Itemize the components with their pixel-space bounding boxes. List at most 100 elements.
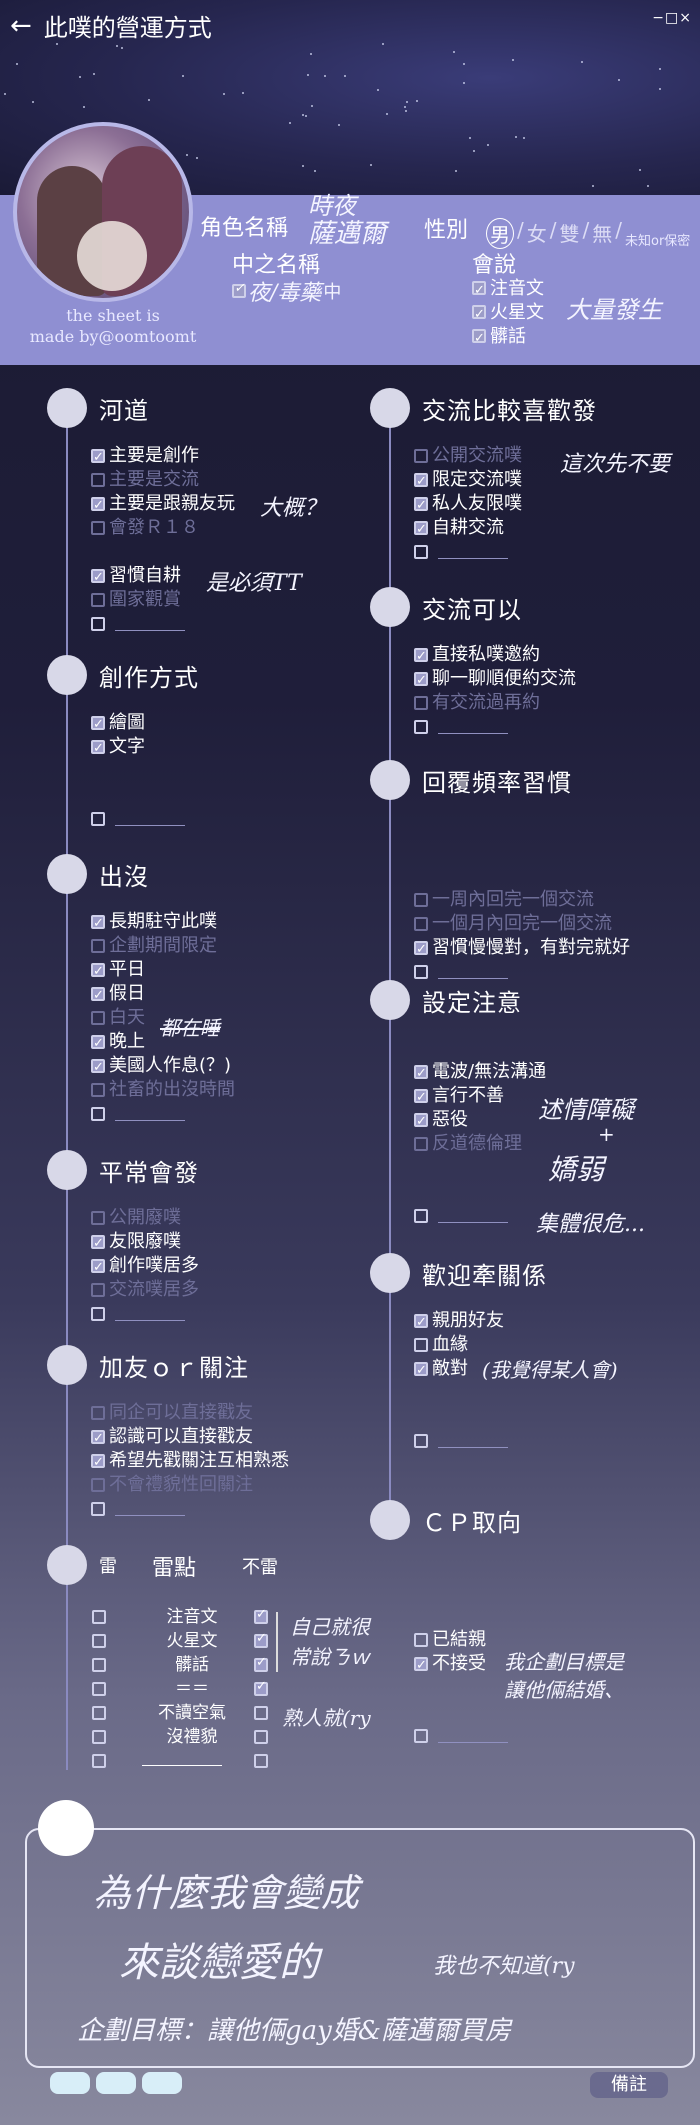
checkbox[interactable] — [91, 1032, 105, 1056]
option-item[interactable]: 已結親 — [414, 1628, 508, 1652]
checkbox[interactable] — [91, 1502, 105, 1516]
ok-checkbox[interactable] — [254, 1679, 268, 1696]
checkbox[interactable] — [91, 1107, 105, 1121]
checkbox[interactable] — [414, 1633, 428, 1647]
option-item[interactable] — [414, 960, 630, 984]
checkbox[interactable] — [414, 965, 428, 979]
option-item[interactable]: 晚上 — [91, 1030, 235, 1056]
checkbox[interactable] — [91, 912, 105, 936]
checkbox[interactable] — [414, 470, 428, 494]
checkbox[interactable] — [414, 449, 428, 463]
checkbox[interactable] — [91, 812, 105, 826]
checkbox[interactable] — [414, 494, 428, 518]
option-item[interactable]: 電波/無法溝通 — [414, 1060, 546, 1086]
fill-in-blank[interactable] — [115, 812, 185, 826]
fill-in-blank[interactable] — [115, 1307, 185, 1321]
option-item[interactable]: 主要是跟親友玩 — [91, 492, 235, 518]
footer-pill-3[interactable] — [142, 2072, 182, 2094]
option-item[interactable]: 美國人作息(？) — [91, 1054, 235, 1080]
checkbox[interactable] — [472, 326, 486, 351]
option-item[interactable] — [414, 1429, 508, 1453]
option-item[interactable]: 社畜的出沒時間 — [91, 1078, 235, 1102]
checkbox[interactable] — [91, 1406, 105, 1420]
checkbox[interactable] — [91, 473, 105, 487]
option-item[interactable] — [91, 1497, 289, 1521]
checkbox[interactable] — [91, 1307, 105, 1321]
option-item[interactable] — [414, 1724, 508, 1748]
checkbox[interactable] — [472, 302, 486, 327]
checkbox[interactable] — [91, 1056, 105, 1080]
option-item[interactable]: 創作噗居多 — [91, 1254, 199, 1280]
checkbox[interactable] — [91, 1011, 105, 1025]
option-item[interactable] — [414, 1204, 546, 1228]
option-item[interactable]: 限定交流噗 — [414, 468, 522, 494]
option-item[interactable]: 主要是交流 — [91, 468, 235, 492]
option-item[interactable]: 同企可以直接戳友 — [91, 1401, 289, 1425]
option-item[interactable]: 敵對 — [414, 1357, 508, 1383]
ok-checkbox[interactable] — [254, 1631, 268, 1648]
checkbox[interactable] — [414, 917, 428, 931]
option-item[interactable]: 長期駐守此噗 — [91, 910, 235, 936]
option-item[interactable]: 血緣 — [414, 1333, 508, 1357]
checkbox[interactable] — [91, 1232, 105, 1256]
option-item[interactable]: 認識可以直接戳友 — [91, 1425, 289, 1451]
option-item[interactable]: 惡役 — [414, 1108, 546, 1134]
checkbox[interactable] — [472, 278, 486, 303]
mine-checkbox[interactable] — [92, 1682, 106, 1696]
mine-checkbox[interactable] — [92, 1754, 106, 1768]
checkbox[interactable] — [91, 521, 105, 535]
option-item[interactable]: 友限廢噗 — [91, 1230, 199, 1256]
option-item[interactable]: 文字 — [91, 735, 185, 761]
checkbox[interactable] — [91, 960, 105, 984]
checkbox[interactable] — [91, 1256, 105, 1280]
checkbox[interactable] — [414, 1338, 428, 1352]
option-item[interactable]: 希望先戳關注互相熟悉 — [91, 1449, 289, 1475]
checkbox[interactable] — [91, 1283, 105, 1297]
checkbox[interactable] — [414, 1359, 428, 1383]
option-item[interactable]: 繪圖 — [91, 711, 185, 737]
option-item[interactable]: 交流噗居多 — [91, 1278, 199, 1302]
checkbox[interactable] — [91, 713, 105, 737]
fill-in-blank[interactable] — [438, 1729, 508, 1743]
fill-in-blank[interactable] — [142, 1765, 222, 1766]
mine-checkbox[interactable] — [92, 1730, 106, 1744]
player-name-checkbox[interactable] — [232, 281, 246, 298]
option-item[interactable]: 不會禮貌性回關注 — [91, 1473, 289, 1497]
checkbox[interactable] — [414, 669, 428, 693]
mine-checkbox[interactable] — [92, 1706, 106, 1720]
option-item[interactable] — [414, 540, 522, 564]
speech-item[interactable]: 注音文 — [472, 276, 544, 303]
option-item[interactable]: 公開廢噗 — [91, 1206, 199, 1230]
option-item[interactable]: 自耕交流 — [414, 516, 522, 542]
fill-in-blank[interactable] — [438, 545, 508, 559]
option-item[interactable]: 一個月內回完一個交流 — [414, 912, 630, 936]
fill-in-blank[interactable] — [115, 617, 185, 631]
option-item[interactable] — [91, 612, 235, 636]
mine-checkbox[interactable] — [92, 1658, 106, 1672]
option-item[interactable]: 習慣慢慢對，有對完就好 — [414, 936, 630, 962]
checkbox[interactable] — [91, 1478, 105, 1492]
mine-checkbox[interactable] — [92, 1634, 106, 1648]
window-controls[interactable]: −□× — [652, 10, 692, 26]
checkbox[interactable] — [91, 1427, 105, 1451]
footer-pill-2[interactable] — [96, 2072, 136, 2094]
gender-male[interactable]: 男 — [486, 218, 514, 249]
checkbox[interactable] — [91, 1451, 105, 1475]
option-item[interactable]: 習慣自耕 — [91, 564, 235, 590]
option-item[interactable]: 圍家觀賞 — [91, 588, 235, 612]
option-item[interactable]: 假日 — [91, 982, 235, 1008]
option-item[interactable] — [91, 1102, 235, 1126]
gender-none[interactable]: 無 — [592, 222, 613, 246]
checkbox[interactable] — [91, 566, 105, 590]
fill-in-blank[interactable] — [438, 965, 508, 979]
checkbox[interactable] — [414, 518, 428, 542]
option-item[interactable]: 不接受 — [414, 1652, 508, 1678]
option-item[interactable]: 直接私噗邀約 — [414, 643, 576, 669]
option-item[interactable] — [91, 1302, 199, 1326]
fill-in-blank[interactable] — [438, 1209, 508, 1223]
option-item[interactable]: 企劃期間限定 — [91, 934, 235, 958]
option-item[interactable]: 平日 — [91, 958, 235, 984]
note-button[interactable]: 備註 — [590, 2072, 668, 2098]
fill-in-blank[interactable] — [115, 1502, 185, 1516]
gender-female[interactable]: 女 — [526, 222, 547, 246]
